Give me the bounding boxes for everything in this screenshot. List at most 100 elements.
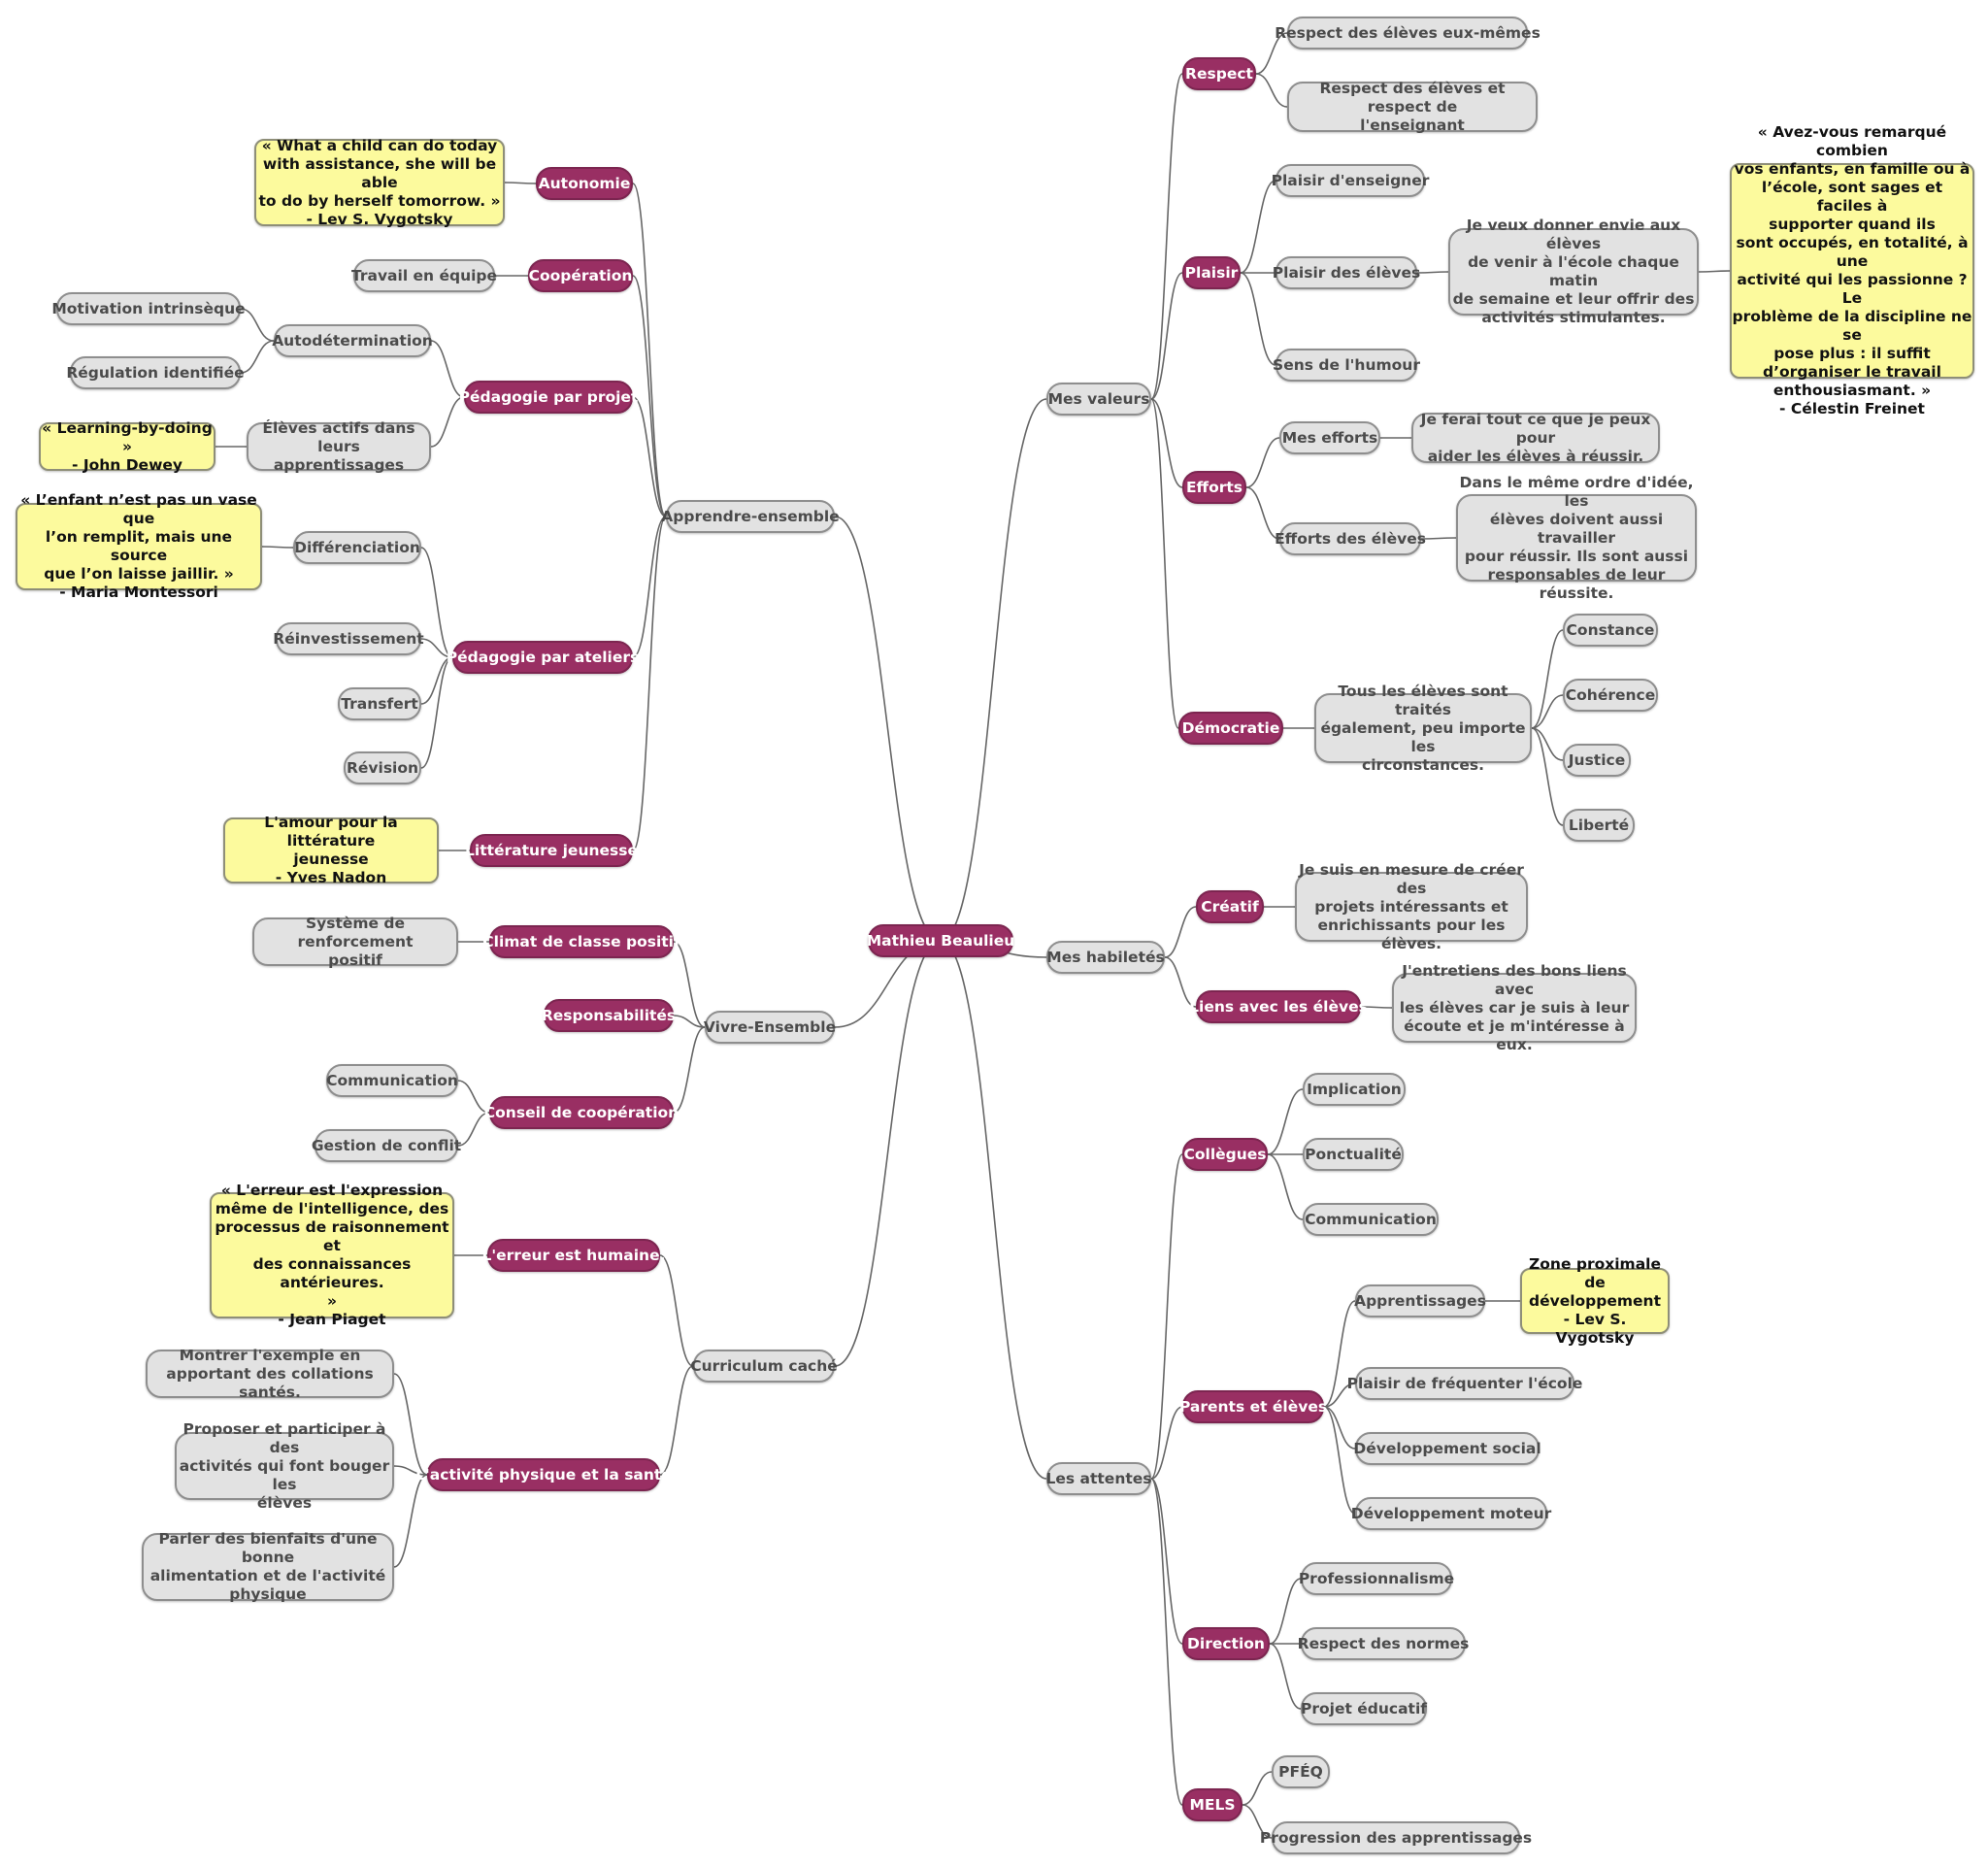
topic-parents-et-eleves[interactable]: Parents et élèves — [1179, 1390, 1327, 1423]
item-efforts-des-eleves[interactable]: Efforts des élèves — [1275, 522, 1426, 555]
connector — [393, 1373, 428, 1476]
item-developpement-moteur[interactable]: Développement moteur — [1351, 1497, 1551, 1530]
connector — [673, 941, 706, 1028]
item-respect-des-normes[interactable]: Respect des normes — [1298, 1627, 1469, 1660]
topic-liens-avec-les-eleves[interactable]: Liens avec les élèves — [1189, 990, 1368, 1023]
item-proposer-et-participer[interactable]: Proposer et participer à des activités q… — [175, 1420, 394, 1512]
connector — [659, 1254, 694, 1367]
item-gestion-de-conflit[interactable]: Gestion de conflit — [312, 1129, 461, 1162]
topic-efforts[interactable]: Efforts — [1182, 471, 1246, 504]
topic-collegues[interactable]: Collègues — [1182, 1138, 1268, 1171]
topic-pedagogie-par-ateliers[interactable]: Pédagogie par ateliers — [447, 641, 639, 674]
topic-creatif[interactable]: Créatif — [1196, 890, 1264, 923]
item-apprentissages[interactable]: Apprentissages — [1354, 1284, 1486, 1317]
item-projet-educatif[interactable]: Projet éducatif — [1301, 1692, 1427, 1725]
item-constance[interactable]: Constance — [1563, 614, 1658, 647]
item-systeme-de-renforcement[interactable]: Système de renforcement positif — [252, 915, 458, 969]
connector — [1150, 398, 1183, 488]
item-liberte[interactable]: Liberté — [1563, 809, 1635, 842]
branch-apprendre-ensemble[interactable]: Apprendre-ensemble — [661, 500, 840, 533]
item-pfeq[interactable]: PFÉQ — [1272, 1755, 1330, 1788]
connector — [1240, 272, 1276, 366]
item-professionnalisme[interactable]: Professionnalisme — [1299, 1562, 1454, 1595]
connector — [1323, 1300, 1356, 1408]
topic-plaisir[interactable]: Plaisir — [1182, 256, 1241, 289]
topic-responsabilites[interactable]: Responsabilités — [542, 999, 676, 1032]
item-regulation-identifiee[interactable]: Régulation identifiée — [66, 356, 245, 389]
detail-plaisir-des-eleves: Je veux donner envie aux élèves de venir… — [1448, 217, 1699, 326]
topic-activite-physique-et-sante[interactable]: L'activité physique et la santé — [415, 1458, 672, 1491]
branch-mes-habiletes[interactable]: Mes habiletés — [1046, 941, 1165, 974]
item-communication[interactable]: Communication — [326, 1064, 458, 1097]
branch-curriculum-cache[interactable]: Curriculum caché — [690, 1350, 838, 1383]
connector — [1531, 694, 1564, 729]
connector — [1245, 486, 1280, 540]
item-parler-des-bienfaits[interactable]: Parler des bienfaits d'une bonne aliment… — [142, 1530, 394, 1603]
connector — [420, 656, 453, 769]
topic-pedagogie-par-projet[interactable]: Pédagogie par projet — [459, 381, 638, 414]
topic-democratie[interactable]: Démocratie — [1178, 712, 1283, 745]
item-justice[interactable]: Justice — [1563, 744, 1631, 777]
item-revision[interactable]: Révision — [344, 751, 421, 784]
item-respect-des-eleves-et-enseignant[interactable]: Respect des élèves et respect de l'ensei… — [1287, 80, 1538, 134]
item-plaisir-de-frequenter[interactable]: Plaisir de fréquenter l'école — [1347, 1367, 1582, 1400]
branch-vivre-ensemble[interactable]: Vivre-Ensemble — [704, 1011, 836, 1044]
branch-les-attentes[interactable]: Les attentes — [1046, 1462, 1152, 1495]
root-node[interactable]: Mathieu Beaulieu — [867, 924, 1014, 957]
connector — [1269, 1643, 1302, 1710]
connector — [1323, 1383, 1356, 1408]
connector — [1267, 1153, 1304, 1220]
topic-erreur-est-humaine[interactable]: L'erreur est humaine. — [482, 1239, 666, 1272]
topic-mels[interactable]: MELS — [1182, 1788, 1242, 1821]
item-plaisir-des-eleves[interactable]: Plaisir des élèves — [1273, 256, 1420, 289]
item-respect-des-eleves-eux-memes[interactable]: Respect des élèves eux-mêmes — [1275, 17, 1541, 50]
connector — [1245, 437, 1280, 488]
connector — [632, 396, 667, 517]
item-developpement-social[interactable]: Développement social — [1353, 1432, 1541, 1465]
connector — [393, 1465, 428, 1476]
item-montrer-l-exemple[interactable]: Montrer l'exemple en apportant des colla… — [146, 1347, 394, 1401]
connector — [1269, 1578, 1302, 1645]
topic-direction[interactable]: Direction — [1182, 1627, 1270, 1660]
connector — [940, 940, 1047, 1480]
connector — [673, 1015, 706, 1028]
topic-respect[interactable]: Respect — [1182, 57, 1256, 90]
connector — [261, 546, 294, 549]
connector — [430, 340, 465, 398]
item-travail-en-equipe[interactable]: Travail en équipe — [351, 259, 497, 292]
item-coherence[interactable]: Cohérence — [1563, 679, 1658, 712]
item-implication[interactable]: Implication — [1303, 1073, 1406, 1106]
connector — [659, 1365, 694, 1476]
item-motivation-intrinseque[interactable]: Motivation intrinsèque — [51, 292, 246, 325]
item-differenciation[interactable]: Différenciation — [293, 531, 421, 564]
item-reinvestissement[interactable]: Réinvestissement — [273, 622, 424, 655]
connector — [1267, 1088, 1304, 1155]
connector — [1164, 906, 1197, 958]
item-eleves-actifs[interactable]: Élèves actifs dans leurs apprentissages — [247, 419, 431, 474]
item-ponctualite[interactable]: Ponctualité — [1303, 1138, 1404, 1171]
connector — [673, 1026, 706, 1114]
topic-conseil-de-cooperation[interactable]: Conseil de coopération — [484, 1096, 679, 1129]
item-sens-de-l-humour[interactable]: Sens de l'humour — [1273, 349, 1420, 382]
item-transfert[interactable]: Transfert — [338, 687, 421, 720]
topic-climat-de-classe-positif[interactable]: Climat de classe positif — [482, 925, 680, 958]
topic-autonomie[interactable]: Autonomie — [536, 167, 633, 200]
topic-cooperation[interactable]: Coopération — [528, 259, 633, 292]
connector — [1255, 32, 1288, 75]
connector — [420, 638, 453, 658]
item-communication-collegues[interactable]: Communication — [1303, 1203, 1439, 1236]
quote-dewey: « Learning-by-doing » - John Dewey — [39, 419, 215, 474]
connector — [1150, 398, 1179, 729]
branch-mes-valeurs[interactable]: Mes valeurs — [1046, 383, 1151, 416]
connector — [1698, 270, 1731, 273]
item-autodetermination[interactable]: Autodétermination — [272, 324, 433, 357]
item-mes-efforts[interactable]: Mes efforts — [1279, 421, 1380, 454]
connector — [834, 940, 942, 1367]
topic-litterature-jeunesse[interactable]: Littérature jeunesse — [465, 834, 638, 867]
connector — [420, 656, 453, 705]
quote-zone-proximale: Zone proximale de développement - Lev S.… — [1520, 1255, 1670, 1347]
detail-creatif: Je suis en mesure de créer des projets i… — [1295, 861, 1528, 952]
connector — [1323, 1406, 1356, 1515]
item-progression-des-apprentissages[interactable]: Progression des apprentissages — [1260, 1821, 1532, 1854]
item-plaisir-d-enseigner[interactable]: Plaisir d'enseigner — [1272, 164, 1429, 197]
